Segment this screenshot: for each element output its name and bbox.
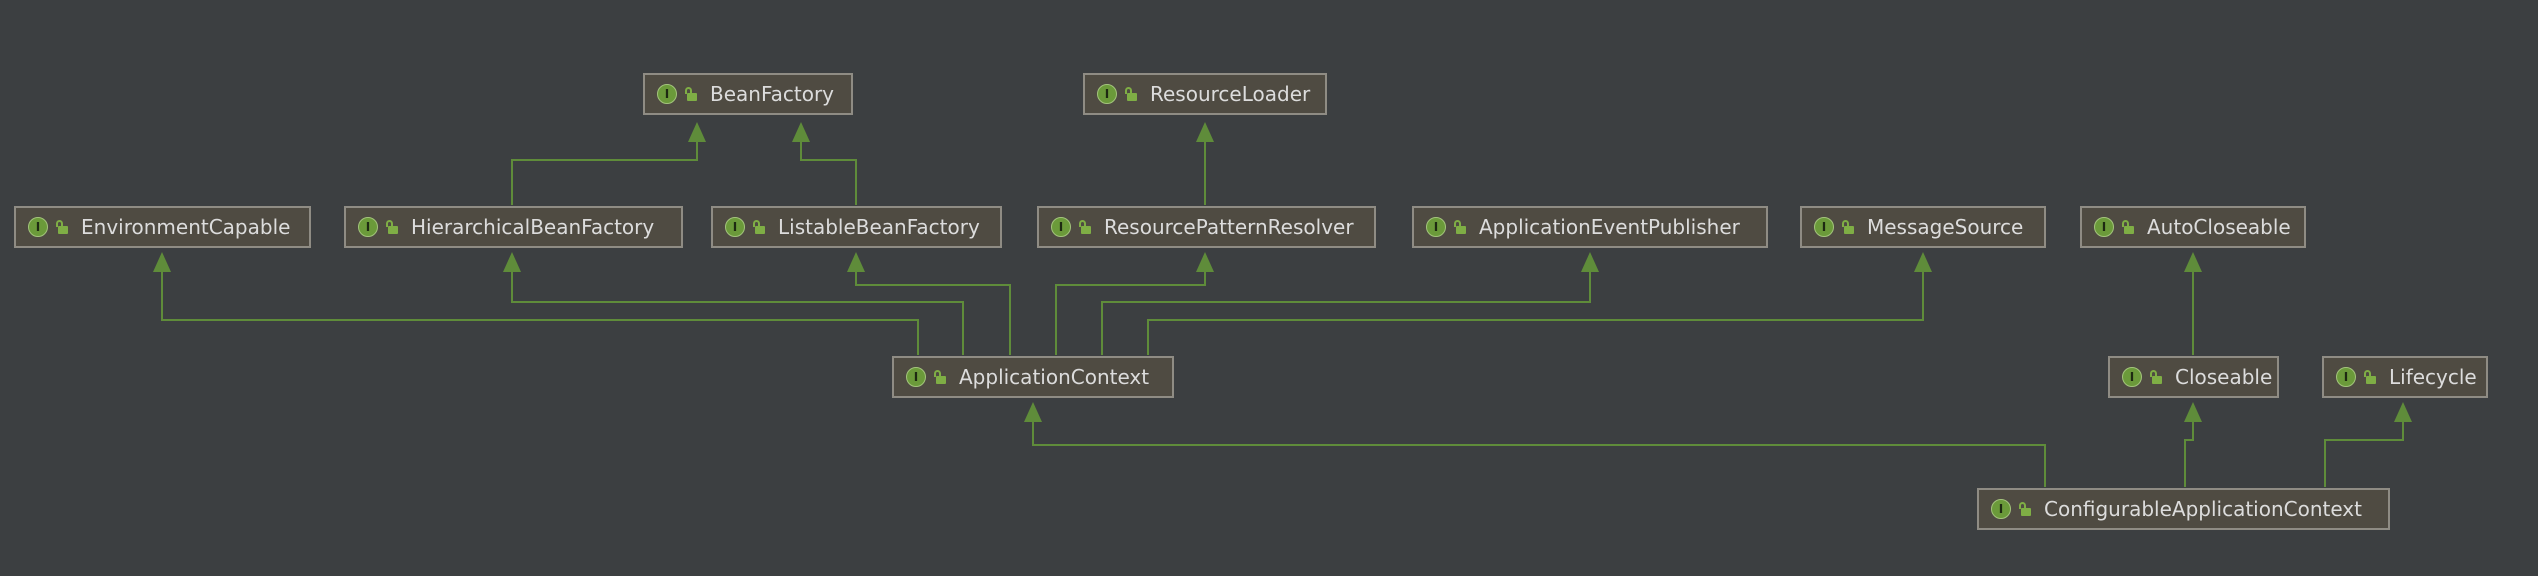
arrowhead <box>847 252 865 272</box>
interface-icon: I <box>1097 84 1117 104</box>
node-label: Closeable <box>2175 365 2273 389</box>
interface-icon: I <box>358 217 378 237</box>
node-label: ConfigurableApplicationContext <box>2044 497 2362 521</box>
arrowhead <box>1581 252 1599 272</box>
lock-icon <box>2363 370 2377 384</box>
interface-icon: I <box>2094 217 2114 237</box>
arrowhead <box>1914 252 1932 272</box>
node-label: HierarchicalBeanFactory <box>411 215 655 239</box>
node-label: AutoCloseable <box>2147 215 2291 239</box>
arrowhead <box>688 122 706 142</box>
node-label: EnvironmentCapable <box>81 215 291 239</box>
lock-icon <box>2149 370 2163 384</box>
interface-icon: I <box>2336 367 2356 387</box>
node-label: ApplicationContext <box>959 365 1150 389</box>
edge-listable-to-beanfactory <box>800 142 857 205</box>
arrowhead <box>1196 252 1214 272</box>
lock-icon <box>385 220 399 234</box>
node-label: ResourceLoader <box>1150 82 1311 106</box>
edge-appcontext-to-listable <box>855 272 1011 355</box>
node-configurable-application-context[interactable]: I ConfigurableApplicationContext <box>1977 488 2390 530</box>
node-lifecycle[interactable]: I Lifecycle <box>2322 356 2488 398</box>
arrowhead <box>1024 402 1042 422</box>
interface-icon: I <box>1051 217 1071 237</box>
arrowhead <box>792 122 810 142</box>
lock-icon <box>1453 220 1467 234</box>
edge-hierarchical-to-beanfactory <box>511 142 698 205</box>
node-resource-loader[interactable]: I ResourceLoader <box>1083 73 1327 115</box>
lock-icon <box>684 87 698 101</box>
edge-appcontext-to-messagesource <box>1147 272 1924 355</box>
node-label: ListableBeanFactory <box>778 215 980 239</box>
node-label: MessageSource <box>1867 215 2024 239</box>
interface-icon: I <box>28 217 48 237</box>
lock-icon <box>55 220 69 234</box>
arrowhead <box>2394 402 2412 422</box>
lock-icon <box>2121 220 2135 234</box>
node-application-context[interactable]: I ApplicationContext <box>892 356 1174 398</box>
node-hierarchical-bean-factory[interactable]: I HierarchicalBeanFactory <box>344 206 683 248</box>
node-label: ApplicationEventPublisher <box>1479 215 1740 239</box>
lock-icon <box>1841 220 1855 234</box>
edge-appcontext-to-eventpublisher <box>1101 272 1591 355</box>
lock-icon <box>933 370 947 384</box>
edge-configurable-to-appcontext <box>1032 422 2046 487</box>
interface-icon: I <box>906 367 926 387</box>
node-label: ResourcePatternResolver <box>1104 215 1354 239</box>
interface-icon: I <box>1814 217 1834 237</box>
arrowhead <box>1196 122 1214 142</box>
arrowhead <box>153 252 171 272</box>
edge-appcontext-to-hierarchical <box>511 272 964 355</box>
interface-icon: I <box>657 84 677 104</box>
node-label: Lifecycle <box>2389 365 2477 389</box>
edge-appcontext-to-environmentcapable <box>161 272 919 355</box>
interface-icon: I <box>1991 499 2011 519</box>
arrowhead <box>2184 402 2202 422</box>
lock-icon <box>752 220 766 234</box>
interface-icon: I <box>2122 367 2142 387</box>
interface-icon: I <box>1426 217 1446 237</box>
arrowhead <box>2184 252 2202 272</box>
node-auto-closeable[interactable]: I AutoCloseable <box>2080 206 2306 248</box>
node-application-event-publisher[interactable]: I ApplicationEventPublisher <box>1412 206 1768 248</box>
node-listable-bean-factory[interactable]: I ListableBeanFactory <box>711 206 1002 248</box>
lock-icon <box>1078 220 1092 234</box>
lock-icon <box>1124 87 1138 101</box>
node-bean-factory[interactable]: I BeanFactory <box>643 73 853 115</box>
interface-icon: I <box>725 217 745 237</box>
node-environment-capable[interactable]: I EnvironmentCapable <box>14 206 311 248</box>
lock-icon <box>2018 502 2032 516</box>
edge-configurable-to-closeable <box>2184 422 2194 487</box>
node-label: BeanFactory <box>710 82 835 106</box>
node-closeable[interactable]: I Closeable <box>2108 356 2279 398</box>
node-resource-pattern-resolver[interactable]: I ResourcePatternResolver <box>1037 206 1376 248</box>
node-message-source[interactable]: I MessageSource <box>1800 206 2046 248</box>
arrowhead <box>503 252 521 272</box>
edge-configurable-to-lifecycle <box>2324 422 2404 487</box>
edge-appcontext-to-resourcepattern <box>1055 272 1206 355</box>
